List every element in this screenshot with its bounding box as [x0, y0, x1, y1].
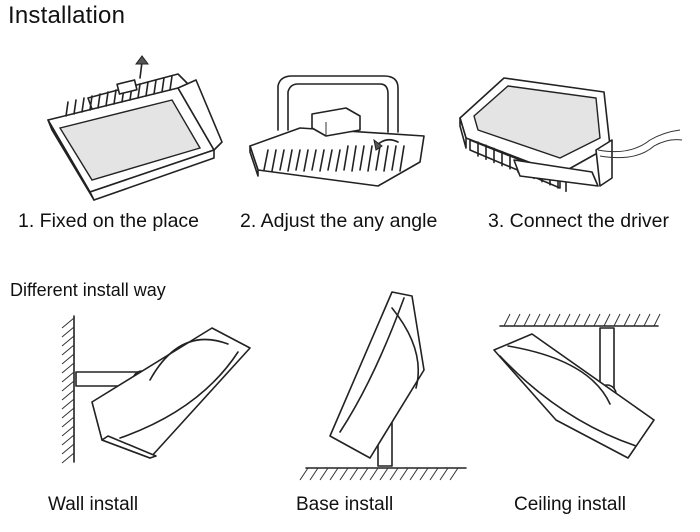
ceiling-install-illustration: [493, 313, 661, 459]
step-fixed-label: 1. Fixed on the place: [18, 210, 200, 232]
base-install-illustration: [299, 291, 467, 481]
fixture-adjust-illustration: [249, 75, 425, 187]
fixture-fixed-illustration: [47, 55, 223, 201]
step-connect-label: 3. Connect the driver: [488, 210, 670, 232]
section-title: Different install way: [10, 280, 166, 300]
wall-install-label: Wall install: [48, 494, 139, 515]
fixture-connect-illustration: [459, 77, 683, 192]
page-title: Installation: [8, 2, 126, 29]
wall-install-illustration: [61, 315, 251, 464]
step-adjust-label: 2. Adjust the any angle: [240, 210, 438, 232]
base-install-label: Base install: [296, 494, 394, 515]
ceiling-install-label: Ceiling install: [514, 494, 626, 515]
